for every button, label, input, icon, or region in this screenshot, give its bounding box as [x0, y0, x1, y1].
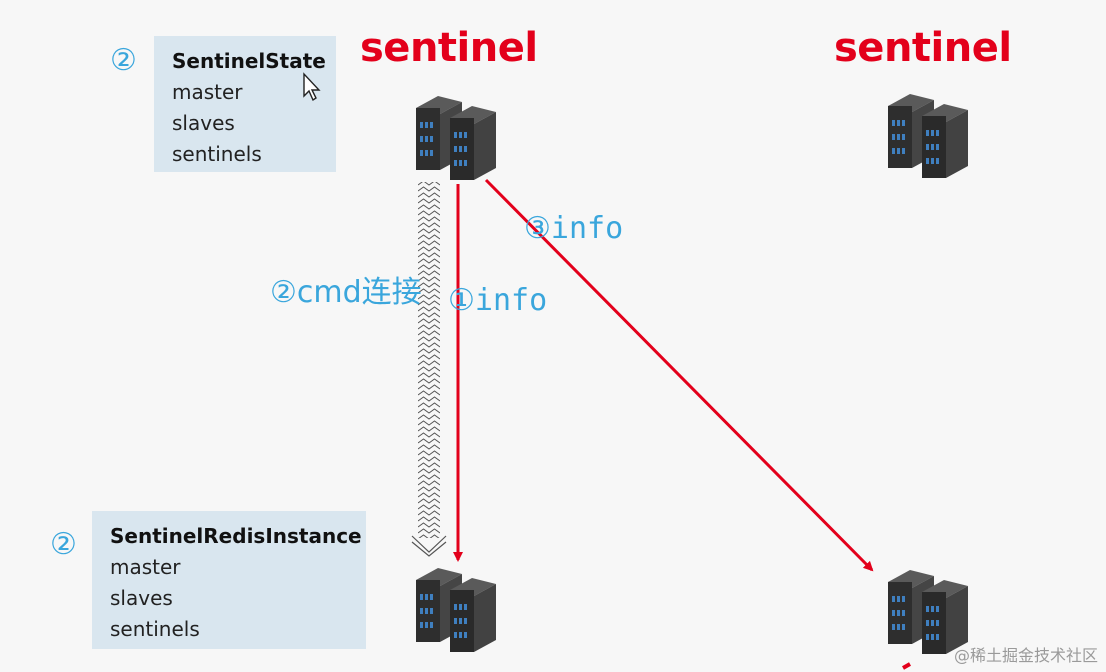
cmd-connection-label: ②cmd连接: [270, 275, 422, 310]
server-rack-icon: [888, 570, 968, 654]
info-diagonal-label: ③info: [524, 211, 624, 246]
info-vertical-label: ①info: [448, 283, 548, 318]
info-diagonal-arrow: [484, 178, 874, 572]
sentinel-title-left: sentinel: [360, 25, 538, 71]
sentinel-redis-instance-line: master: [110, 555, 181, 579]
sentinel-redis-instance-box: SentinelRedisInstance master slaves sent…: [92, 511, 366, 649]
server-rack-icon: [416, 96, 496, 180]
step-2-marker-bottom: ②: [50, 527, 77, 562]
server-rack-icon: [416, 568, 496, 652]
cmd-connection-link: [411, 182, 447, 557]
sentinel-state-box: SentinelState master slaves sentinels: [154, 36, 336, 172]
sentinel-state-line: slaves: [172, 111, 235, 135]
sentinel-redis-instance-title: SentinelRedisInstance: [110, 524, 362, 548]
step-2-marker-top: ②: [110, 43, 137, 78]
sentinel-state-title: SentinelState: [172, 49, 326, 73]
server-rack-icon: [888, 94, 968, 178]
red-mark: [902, 662, 911, 670]
sentinel-title-right: sentinel: [834, 25, 1012, 71]
sentinel-redis-instance-line: slaves: [110, 586, 173, 610]
watermark: @稀土掘金技术社区: [953, 646, 1098, 665]
mouse-cursor-icon: [303, 72, 321, 102]
sentinel-state-line: master: [172, 80, 243, 104]
sentinel-state-line: sentinels: [172, 142, 262, 166]
sentinel-redis-instance-line: sentinels: [110, 617, 200, 641]
